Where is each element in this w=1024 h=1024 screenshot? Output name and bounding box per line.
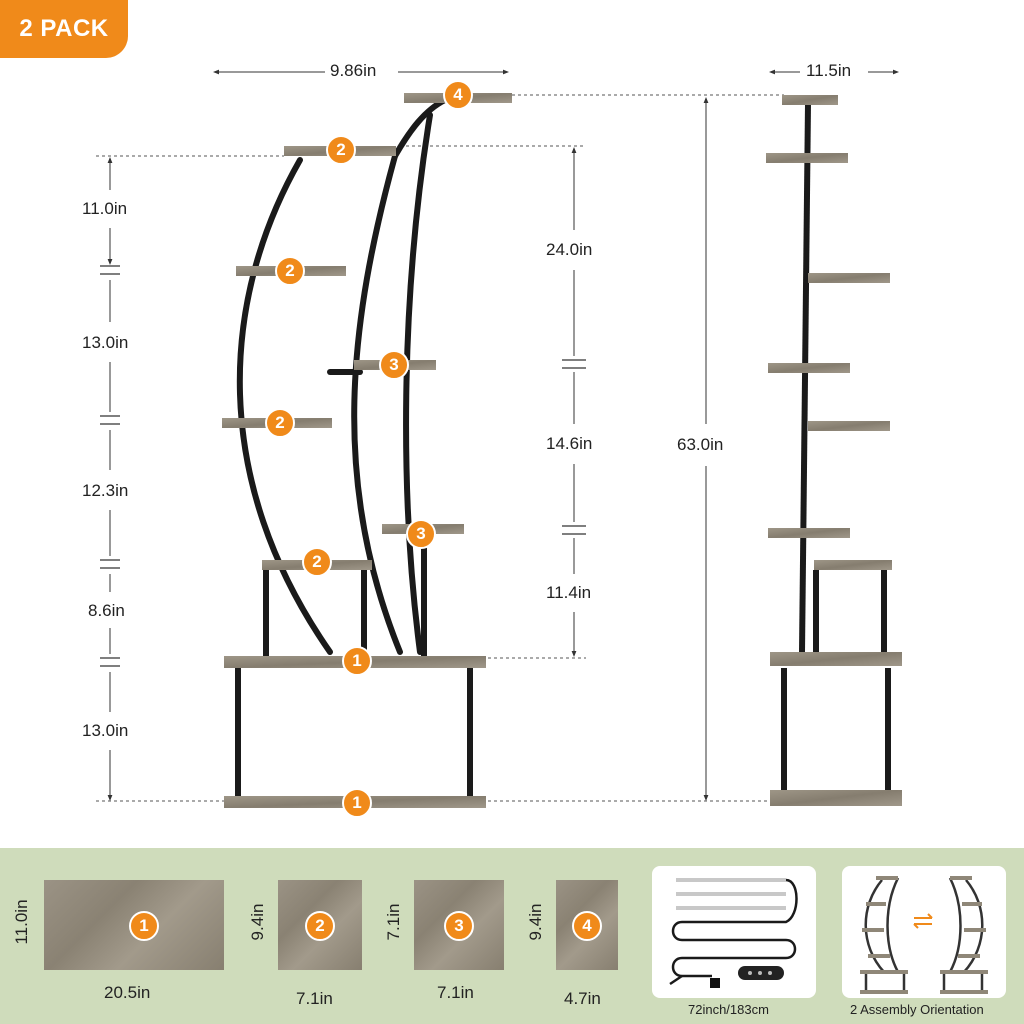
orientation-panel: [842, 866, 1006, 998]
left-height-5: 13.0in: [82, 721, 129, 740]
side-view-shelves: [766, 95, 902, 806]
shelf-drawing: [96, 69, 902, 808]
board-3-width: 7.1in: [437, 983, 474, 1002]
board-1-width: 20.5in: [104, 983, 151, 1002]
left-height-3: 12.3in: [82, 481, 129, 500]
front-view-frame: [235, 97, 473, 799]
board-4-width: 4.7in: [564, 989, 601, 1008]
board-3-height: 7.1in: [384, 903, 403, 941]
front-width-label: 9.86in: [330, 61, 377, 80]
board-1-marker: 1: [129, 911, 159, 941]
shelf-marker-3-upper: 3: [379, 350, 409, 380]
shelf-marker-2-upper: 2: [275, 256, 305, 286]
board-1-height: 11.0in: [12, 899, 31, 945]
side-view-frame: [781, 103, 891, 790]
board-2-marker: 2: [305, 911, 335, 941]
swap-arrows-icon: [913, 913, 933, 929]
orientation-illustration: [860, 876, 988, 994]
left-height-1: 11.0in: [82, 199, 128, 218]
board-4-height: 9.4in: [526, 903, 545, 941]
left-height-4: 8.6in: [88, 601, 125, 620]
shelf-marker-1-upper: 1: [342, 646, 372, 676]
dimension-lines: [100, 69, 899, 801]
shelf-marker-2-top: 2: [326, 135, 356, 165]
shelf-marker-1-bottom: 1: [342, 788, 372, 818]
shelf-marker-3-lower: 3: [406, 519, 436, 549]
left-height-2: 13.0in: [82, 333, 129, 352]
pack-badge: 2 PACK: [0, 0, 128, 58]
board-4-marker: 4: [572, 911, 602, 941]
led-caption: 72inch/183cm: [688, 1002, 769, 1017]
orientation-caption: 2 Assembly Orientation: [850, 1002, 984, 1017]
led-strip-illustration: [669, 878, 798, 988]
board-3-marker: 3: [444, 911, 474, 941]
shelf-marker-2-middle: 2: [265, 408, 295, 438]
right-height-1: 24.0in: [546, 240, 593, 259]
shelf-marker-4: 4: [443, 80, 473, 110]
total-height-label: 63.0in: [677, 435, 724, 454]
guide-lines: [96, 94, 784, 802]
right-height-2: 14.6in: [546, 434, 593, 453]
side-depth-label: 11.5in: [806, 61, 852, 80]
board-2-height: 9.4in: [248, 903, 267, 941]
board-2-width: 7.1in: [296, 989, 333, 1008]
led-strip-panel: [652, 866, 816, 998]
shelf-marker-2-lower: 2: [302, 547, 332, 577]
right-height-3: 11.4in: [546, 583, 592, 602]
